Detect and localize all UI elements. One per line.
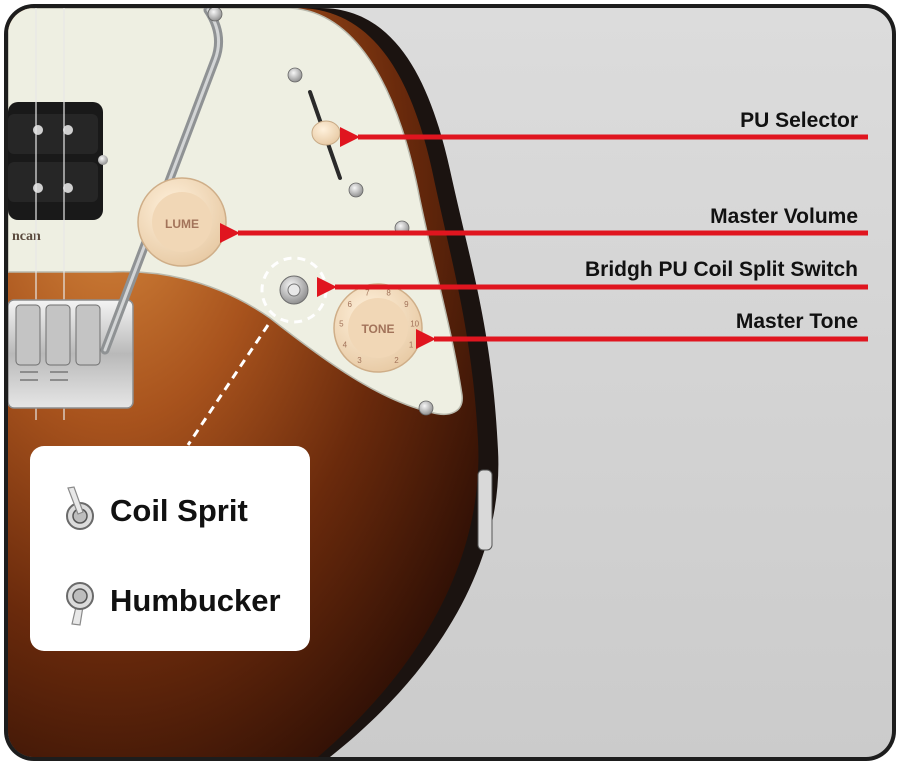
legend-item-humbucker: Humbucker: [58, 576, 281, 626]
switch-dashed-leader: [186, 324, 270, 446]
tone-number: 2: [394, 356, 399, 365]
bridge-saddles: [15, 304, 101, 366]
tone-number: 7: [365, 289, 370, 298]
callout-pu-selector: PU Selector: [740, 109, 858, 132]
side-jack: [477, 469, 493, 551]
tone-number: 10: [410, 320, 419, 329]
volume-knob-label: LUME: [165, 217, 199, 231]
pickup-screw: [98, 155, 108, 165]
tone-knob: TONE 34 5 6 7 8 9 10 1 2: [333, 283, 423, 373]
tone-number: 1: [409, 341, 414, 350]
tone-knob-label: TONE: [361, 322, 394, 336]
tone-number: 8: [386, 289, 391, 298]
callout-coil-split-switch: Bridgh PU Coil Split Switch: [585, 258, 858, 281]
callout-arrows: [220, 127, 868, 349]
switch-legend-card: Coil Sprit Humbucker: [30, 446, 310, 651]
pickup-coil-bottom: [8, 162, 98, 202]
tone-number: 9: [404, 300, 409, 309]
legend-label-humbucker: Humbucker: [110, 583, 281, 618]
pickup-coil-top: [8, 114, 98, 154]
tone-number: 5: [339, 320, 344, 329]
bridge-springs: [20, 371, 68, 381]
pickup-brand-text: ncan: [12, 229, 41, 244]
tone-number: 6: [347, 300, 352, 309]
tone-number: 3: [357, 356, 362, 365]
callout-master-volume: Master Volume: [710, 205, 858, 228]
selector-tip: [311, 120, 341, 146]
tone-knob-numbers: 34 5 6 7 8 9 10 1 2: [339, 289, 420, 365]
legend-item-coil-split: Coil Sprit: [58, 486, 248, 536]
legend-label-coil-split: Coil Sprit: [110, 493, 248, 528]
tone-number: 4: [343, 341, 348, 350]
volume-knob: LUME: [137, 177, 227, 267]
toggle-down-icon: [66, 582, 94, 626]
toggle-up-icon: [66, 486, 94, 530]
callout-master-tone: Master Tone: [735, 310, 858, 333]
